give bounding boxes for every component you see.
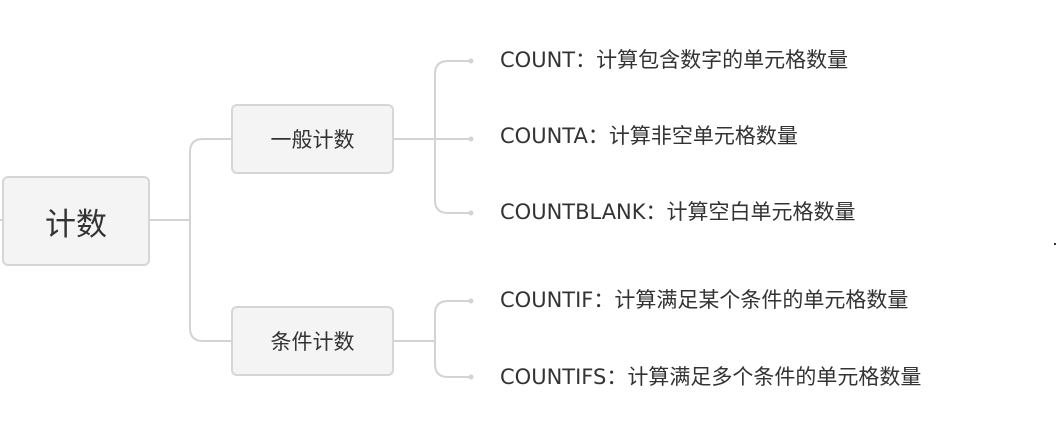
connector-general-to-countblank xyxy=(434,139,470,214)
leaf-dot-counta xyxy=(468,136,474,142)
leaf-node-countblank[interactable]: COUNTBLANK：计算空白单元格数量 xyxy=(500,200,856,224)
leaf-node-counta[interactable]: COUNTA：计算非空单元格数量 xyxy=(500,124,798,148)
connector-conditional-to-countif xyxy=(394,300,470,342)
branch-node-label: 条件计数 xyxy=(270,330,355,354)
root-node[interactable]: 计数 xyxy=(2,176,150,266)
connector-conditional-to-countifs xyxy=(434,341,470,378)
connector-root-to-conditional xyxy=(189,220,231,342)
leaf-dot-count xyxy=(468,58,474,64)
branch-node-label: 一般计数 xyxy=(270,128,355,152)
leaf-node-countifs[interactable]: COUNTIFS：计算满足多个条件的单元格数量 xyxy=(500,365,922,389)
connector-root-to-general xyxy=(150,138,231,221)
branch-node-general-count[interactable]: 一般计数 xyxy=(231,104,394,174)
branch-node-conditional-count[interactable]: 条件计数 xyxy=(231,306,394,376)
leaf-dot-countif xyxy=(468,298,474,304)
leaf-node-count[interactable]: COUNT：计算包含数字的单元格数量 xyxy=(500,48,849,72)
leaf-dot-countblank xyxy=(468,210,474,216)
root-node-label: 计数 xyxy=(45,206,107,243)
stray-dot xyxy=(1054,243,1056,245)
connector-general-to-count xyxy=(394,60,470,140)
leaf-node-countif[interactable]: COUNTIF：计算满足某个条件的单元格数量 xyxy=(500,288,909,312)
leaf-dot-countifs xyxy=(468,374,474,380)
